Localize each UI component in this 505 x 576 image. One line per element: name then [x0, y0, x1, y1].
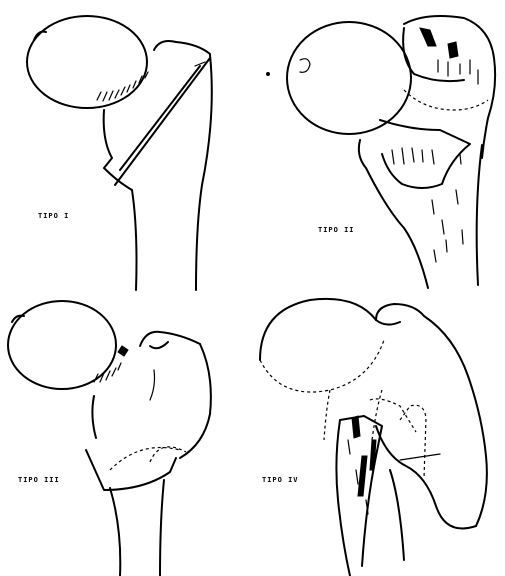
label-tipo-2: TIPO II [318, 226, 355, 234]
humerus-drawing-tipo-2 [267, 16, 496, 288]
panel-tipo-3: TIPO III [8, 301, 211, 576]
panel-tipo-1: TIPO I [27, 16, 212, 290]
panel-tipo-4: TIPO IV [260, 299, 487, 576]
label-tipo-4: TIPO IV [262, 476, 299, 484]
humerus-drawing-tipo-4 [260, 299, 487, 576]
label-tipo-1: TIPO I [38, 212, 69, 220]
humerus-drawing-tipo-1 [27, 16, 212, 290]
humerus-drawing-tipo-3 [8, 301, 211, 576]
label-tipo-3: TIPO III [18, 476, 60, 484]
panel-tipo-2: TIPO II [267, 16, 496, 288]
